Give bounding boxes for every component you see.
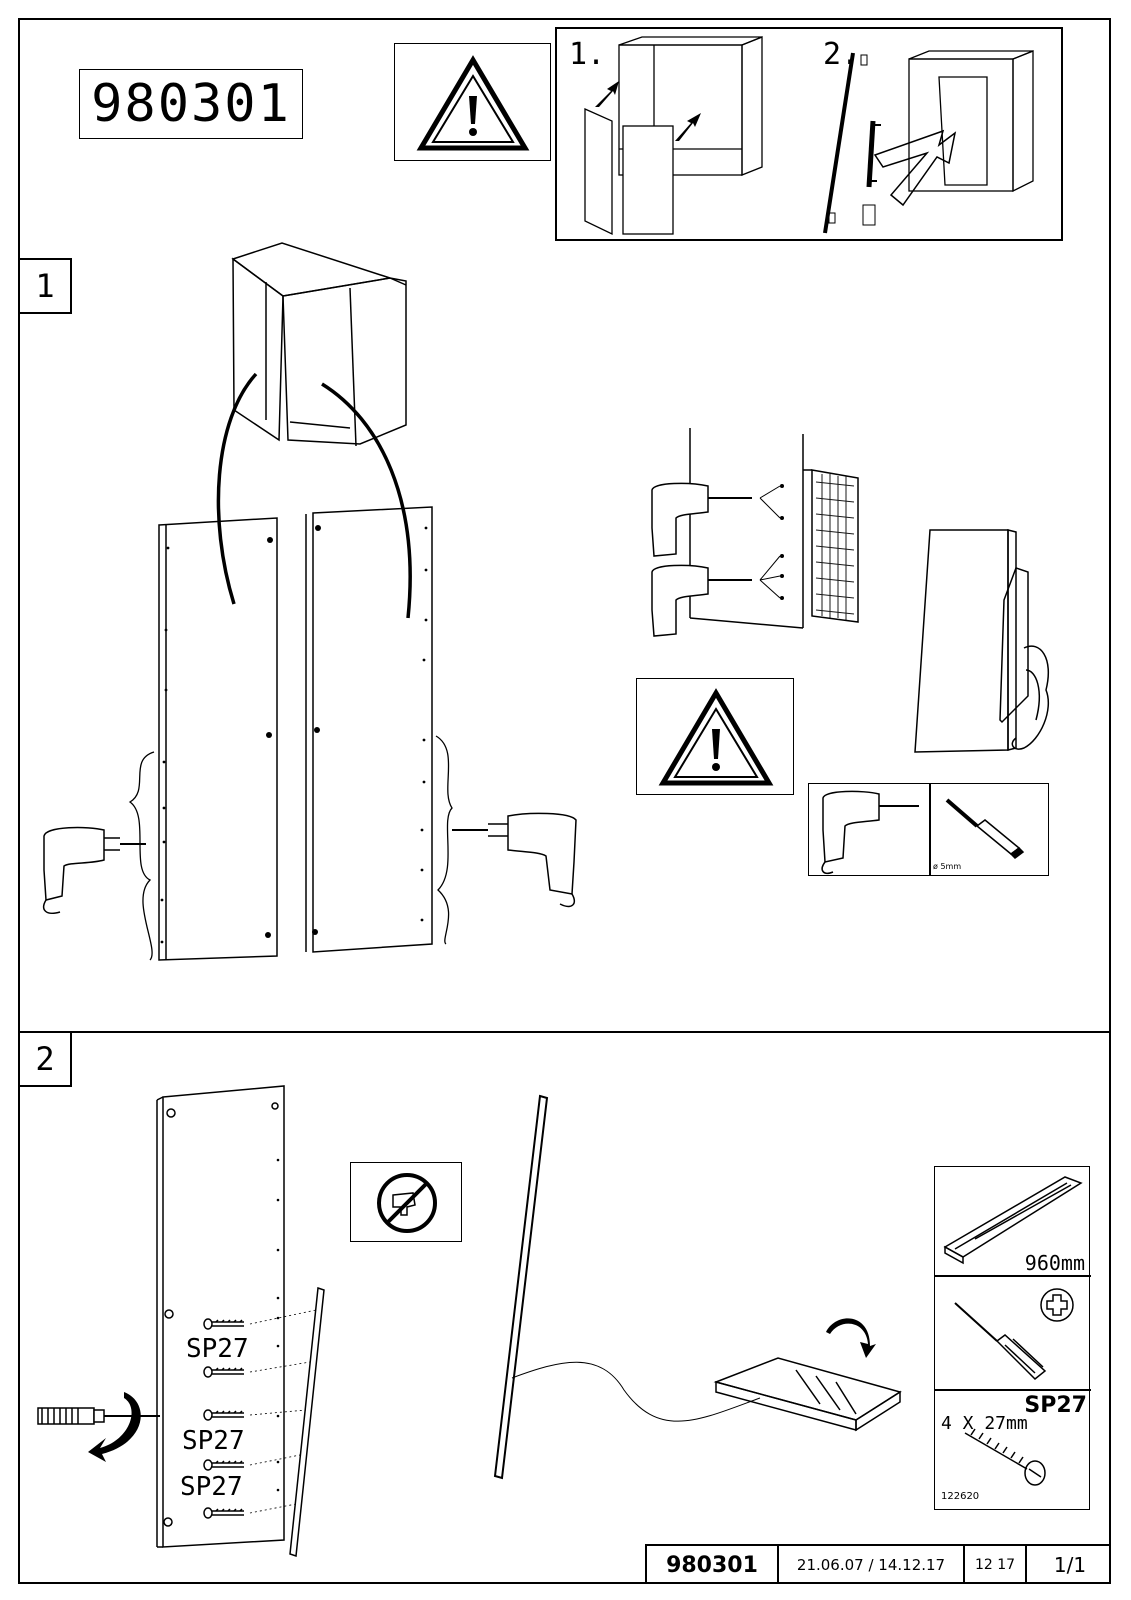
no-power-drill-icon [377, 1173, 437, 1233]
screw-label-3: SP27 [180, 1472, 243, 1502]
screw-size: 4 X 27mm [941, 1413, 1028, 1434]
warning-triangle-icon [416, 55, 530, 151]
title-block-page-cell: 1/1 [1025, 1546, 1113, 1584]
step-2-number: 2 [35, 1040, 55, 1078]
title-block-article-number: 980301 [666, 1552, 758, 1578]
handle-length: 960mm [1024, 1251, 1085, 1275]
drill-bit-diameter: ø 5mm [933, 862, 962, 871]
parts-legend: 960mm SP27 4 X 27mm 122620 [934, 1166, 1091, 1510]
title-block-dates: 21.06.07 / 14.12.17 [796, 1556, 946, 1574]
article-number-box: 980301 [79, 69, 303, 139]
drill-bit-box: ø 5mm [808, 783, 1049, 876]
step-1-number-box: 1 [18, 258, 72, 314]
step-1-drawing [42, 242, 1050, 961]
legend-divider-1 [935, 1275, 1091, 1277]
step-1-label: 1. [569, 37, 606, 72]
article-number: 980301 [91, 74, 291, 134]
page-frame [18, 18, 1111, 1584]
screw-part-number: 122620 [941, 1491, 980, 1502]
screw-label-1: SP27 [186, 1334, 249, 1364]
title-block-dates-cell: 21.06.07 / 14.12.17 [777, 1546, 963, 1584]
warning-triangle-icon-2 [658, 688, 774, 786]
title-block-article-cell: 980301 [647, 1546, 777, 1584]
drill-and-bit-drawing [821, 790, 1025, 874]
title-block-code: 12 17 [974, 1557, 1016, 1573]
assembly-overview-drawing [584, 36, 1034, 236]
parts-legend-drawing [943, 1176, 1083, 1486]
screw-code: SP27 [1024, 1393, 1087, 1418]
warning-box-middle [636, 678, 794, 795]
no-power-drill-box [350, 1162, 462, 1242]
title-block-page: 1/1 [1053, 1553, 1087, 1577]
step-2-number-box: 2 [18, 1031, 72, 1087]
drill-bit-divider [929, 784, 931, 876]
screw-label-2: SP27 [182, 1426, 245, 1456]
section-divider [18, 1031, 1111, 1033]
title-block: 980301 21.06.07 / 14.12.17 12 17 1/1 [645, 1544, 1111, 1584]
title-block-code-cell: 12 17 [963, 1546, 1025, 1584]
legend-divider-2 [935, 1389, 1091, 1391]
warning-box-top [394, 43, 551, 161]
assembly-overview-panel: 1. 2. [555, 27, 1063, 241]
step-1-number: 1 [35, 267, 55, 305]
